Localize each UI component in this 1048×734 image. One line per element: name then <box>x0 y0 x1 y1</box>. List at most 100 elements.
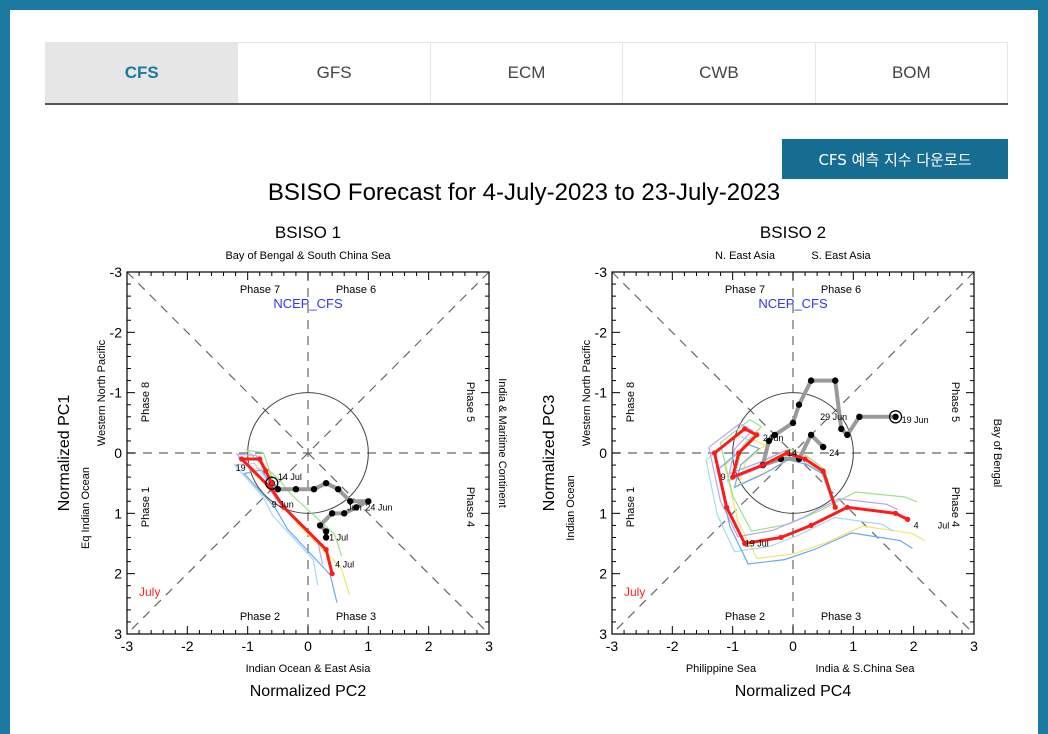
panel-title: BSISO 2 <box>760 223 826 242</box>
tab-cfs[interactable]: CFS <box>45 43 238 103</box>
forecast-mean-point <box>329 571 335 577</box>
observed-point <box>771 431 779 439</box>
phase-7-label: Phase 7 <box>240 284 280 296</box>
forecast-mean-point <box>892 510 899 516</box>
date-annotation: Jun <box>769 433 784 443</box>
phase-8-label: Phase 8 <box>625 382 637 422</box>
date-annotation: 14 <box>787 448 797 458</box>
observed-point <box>322 479 330 487</box>
phase-5-label: Phase 5 <box>464 382 476 422</box>
phase-divider <box>126 271 490 635</box>
x-tick-label: -1 <box>726 638 739 654</box>
observed-point <box>819 443 827 451</box>
forecast-mean-point <box>905 516 911 522</box>
date-annotation: 14 Jul <box>278 472 302 482</box>
x-tick-label: 2 <box>425 638 433 654</box>
region-left-outer-label: Eq Indian Ocean <box>80 467 92 549</box>
forecast-mean-point <box>323 546 329 553</box>
forecast-mean-point <box>730 474 736 480</box>
forecast-mean-point <box>808 522 814 529</box>
july-label: July <box>139 585 160 599</box>
x-tick-label: -2 <box>181 638 194 654</box>
observed-point <box>328 510 336 517</box>
ensemble-member-line <box>719 418 918 532</box>
model-label: NCEP_CFS <box>758 296 828 311</box>
july-label: July <box>624 585 645 599</box>
observed-point <box>795 401 803 408</box>
phase-divider <box>611 271 975 635</box>
y-tick-label: -3 <box>595 264 608 280</box>
x-tick-label: -1 <box>241 638 254 654</box>
unit-circle <box>247 392 369 514</box>
forecast-mean-point <box>736 450 742 456</box>
forecast-mean-point <box>802 456 808 462</box>
forecast-mean-point <box>820 468 826 474</box>
region-right-label: Bay of Bengal <box>991 419 1003 488</box>
observed-point <box>844 431 851 439</box>
observed-point <box>765 437 773 445</box>
date-annotation: 24 <box>763 433 773 443</box>
observed-point <box>365 498 372 505</box>
x-tick-label: 3 <box>970 638 978 654</box>
observed-point <box>856 413 863 420</box>
forecast-mean-point <box>760 462 766 468</box>
forecast-mean-point <box>784 450 790 456</box>
region-top-left-label: N. East Asia <box>715 250 776 262</box>
y-tick-label: 0 <box>114 445 122 461</box>
x-tick-label: 1 <box>364 638 372 654</box>
date-annotation: 19 Jul <box>745 539 769 549</box>
date-annotation: 29 Jun <box>820 412 847 422</box>
phase-8-label: Phase 8 <box>140 382 152 422</box>
download-button[interactable]: CFS 예측 지수 다운로드 <box>782 139 1008 179</box>
observed-point <box>310 486 318 493</box>
date-annotation: 19 <box>236 463 246 473</box>
y-tick-label: -2 <box>595 324 608 340</box>
forecast-mean-point <box>844 504 850 510</box>
forecast-mean-point <box>724 504 730 510</box>
forecast-mean-point <box>257 456 263 462</box>
ensemble-member-line <box>233 462 319 586</box>
date-annotation: Jul <box>938 520 950 530</box>
date-annotation: 19 Jun <box>902 415 929 425</box>
region-bottom-label: Indian Ocean & East Asia <box>246 663 372 675</box>
region-left-inner-label: Western North Pacific <box>581 339 593 446</box>
observed-point <box>807 431 815 439</box>
phase-3-label: Phase 3 <box>821 611 861 623</box>
forecast-mean-point <box>778 534 784 541</box>
y-tick-label: 3 <box>599 626 607 642</box>
tab-ecm[interactable]: ECM <box>429 43 622 103</box>
observed-point <box>341 510 348 517</box>
date-annotation: 9 Jun <box>272 499 294 509</box>
y-tick-label: -3 <box>110 264 123 280</box>
phase-5-label: Phase 5 <box>949 382 961 422</box>
phase-2-label: Phase 2 <box>725 611 765 623</box>
observed-point <box>334 486 342 493</box>
y-tick-label: 1 <box>114 505 122 521</box>
region-right-label: India & Maritime Continent <box>496 378 508 508</box>
phase-4-label: Phase 4 <box>464 487 476 527</box>
forecast-mean-point <box>742 540 748 547</box>
phase-2-label: Phase 2 <box>240 611 280 623</box>
ensemble-member-line <box>242 469 338 603</box>
region-top-right-label: S. East Asia <box>811 250 871 262</box>
observed-point <box>322 528 330 535</box>
observed-point <box>832 377 839 384</box>
tab-cwb[interactable]: CWB <box>622 43 814 103</box>
x-tick-label: -2 <box>666 638 679 654</box>
tab-bom[interactable]: BOM <box>814 43 1009 103</box>
observed-point <box>353 504 360 511</box>
figure-title: BSISO Forecast for 4-July-2023 to 23-Jul… <box>268 179 780 206</box>
observed-point <box>807 377 815 384</box>
x-tick-label: -3 <box>121 638 134 654</box>
start-marker <box>888 410 903 424</box>
forecast-mean-point <box>754 432 760 438</box>
x-tick-label: 2 <box>910 638 918 654</box>
tab-gfs[interactable]: GFS <box>237 43 429 103</box>
x-tick-label: 3 <box>485 638 493 654</box>
x-axis-label: Normalized PC4 <box>735 683 852 700</box>
x-tick-label: 0 <box>789 638 797 654</box>
phase-6-label: Phase 6 <box>336 284 376 296</box>
forecast-mean-point <box>832 504 838 510</box>
